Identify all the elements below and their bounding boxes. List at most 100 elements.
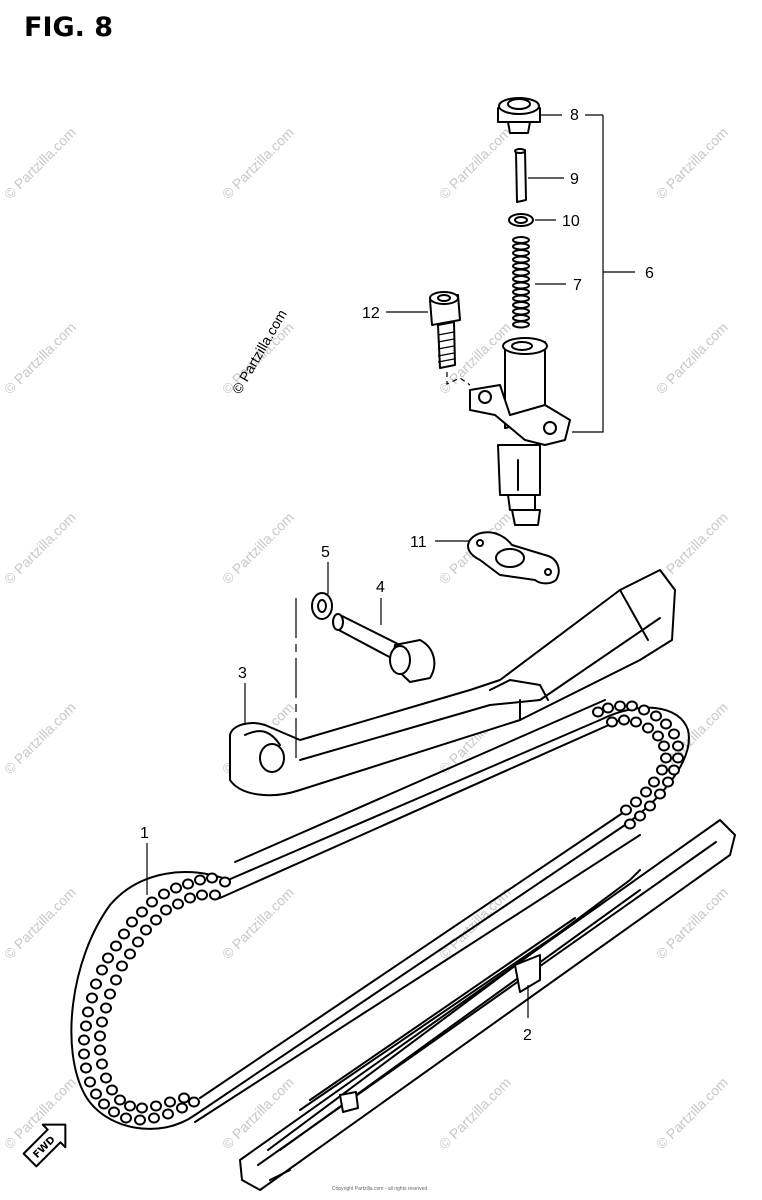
chain-roller: [150, 1100, 162, 1112]
chain-roller: [660, 718, 672, 730]
callout-labels: 1 2 3 4 5 6 7 8 9 10 11 12: [140, 107, 654, 1044]
chain-roller: [148, 1112, 160, 1124]
spring-coil: [512, 242, 530, 251]
callout-10: 10: [562, 213, 580, 230]
callout-4: 4: [376, 579, 385, 596]
chain-roller: [86, 992, 98, 1004]
callout-6: 6: [645, 265, 654, 282]
chain-roller: [634, 810, 646, 822]
spring-coil: [512, 314, 530, 322]
chain-roller: [209, 889, 221, 901]
chain-roller: [94, 1030, 106, 1042]
chain-roller: [110, 940, 122, 952]
chain-roller: [644, 800, 656, 812]
chain-roller: [78, 1048, 90, 1060]
chain-roller: [124, 1100, 136, 1112]
callout-3: 3: [238, 665, 247, 682]
leader-lines: [146, 114, 635, 1018]
chain-roller: [104, 988, 116, 1000]
figure-title: FIG. 8: [24, 12, 114, 43]
spring-coil: [512, 320, 530, 329]
cam-chain[interactable]: [70, 699, 690, 1130]
footer-copyright: Copyright Partzilla.com - all rights res…: [332, 1186, 428, 1192]
chain-roller: [672, 740, 684, 752]
chain-roller: [624, 818, 636, 830]
spring-coil: [512, 294, 530, 303]
spring-coil: [512, 268, 530, 277]
watermark-text: © Partzilla.com: [219, 884, 297, 962]
chain-roller: [162, 1108, 174, 1120]
chain-roller: [668, 728, 680, 740]
chain-roller: [132, 936, 144, 948]
watermark-text: © Partzilla.com: [1, 124, 79, 202]
chain-roller: [90, 1088, 102, 1100]
callout-11: 11: [410, 534, 427, 551]
chain-roller: [170, 882, 182, 894]
chain-roller: [146, 896, 158, 908]
chain-links-right: [592, 700, 684, 830]
chain-roller: [668, 764, 680, 776]
chain-roller: [120, 1112, 132, 1124]
chain-roller: [618, 714, 630, 726]
o-ring[interactable]: [508, 213, 534, 227]
spring[interactable]: [512, 236, 530, 329]
spring-coil: [512, 255, 530, 264]
push-rod[interactable]: [514, 148, 527, 203]
callout-12: 12: [362, 305, 380, 322]
watermark-text: © Partzilla.com: [653, 1074, 731, 1152]
chain-guide[interactable]: [239, 819, 736, 1191]
pivot-bolt[interactable]: [332, 613, 436, 683]
chain-roller: [206, 872, 218, 884]
chain-roller: [184, 892, 196, 904]
watermark-text: © Partzilla.com: [219, 509, 297, 587]
chain-roller: [178, 1092, 190, 1104]
chain-roller: [630, 796, 642, 808]
washer[interactable]: [311, 592, 333, 620]
chain-roller: [650, 710, 662, 722]
chain-roller: [602, 702, 614, 714]
watermark-text: © Partzilla.com: [1, 319, 79, 397]
socket-bolt[interactable]: [429, 291, 461, 369]
callout-2: 2: [523, 1027, 532, 1044]
chain-roller: [134, 1114, 146, 1126]
chain-roller: [94, 1044, 106, 1056]
chain-roller: [662, 776, 674, 788]
gasket[interactable]: [467, 531, 560, 585]
chain-roller: [80, 1062, 92, 1074]
watermark-text: © Partzilla.com: [436, 1074, 514, 1152]
chain-roller: [658, 740, 670, 752]
tensioner-body[interactable]: [469, 337, 571, 526]
chain-roller: [656, 764, 668, 776]
chain-roller: [194, 874, 206, 886]
chain-roller: [672, 752, 684, 764]
chain-roller: [124, 948, 136, 960]
chain-roller: [630, 716, 642, 728]
chain-roller: [638, 704, 650, 716]
watermark-text: © Partzilla.com: [653, 124, 731, 202]
chain-roller: [176, 1102, 188, 1114]
chain-roller: [592, 706, 604, 718]
chain-roller: [96, 1058, 108, 1070]
chain-roller: [620, 804, 632, 816]
cap-bolt[interactable]: [497, 97, 541, 134]
chain-roller: [118, 928, 130, 940]
watermark-text: © Partzilla.com: [653, 319, 731, 397]
chain-roller: [82, 1006, 94, 1018]
chain-roller: [160, 904, 172, 916]
chain-roller: [108, 1106, 120, 1118]
callout-8: 8: [570, 107, 579, 124]
chain-roller: [626, 700, 638, 712]
chain-roller: [648, 776, 660, 788]
chain-roller: [164, 1096, 176, 1108]
spring-coil: [512, 288, 530, 296]
chain-roller: [90, 978, 102, 990]
chain-roller: [78, 1034, 90, 1046]
chain-links: [78, 872, 231, 1126]
chain-roller: [188, 1096, 200, 1108]
watermark-text: © Partzilla.com: [219, 124, 297, 202]
chain-roller: [96, 1016, 108, 1028]
watermark-text: © Partzilla.com: [1, 884, 79, 962]
spring-coil: [512, 307, 530, 316]
chain-roller: [136, 1102, 148, 1114]
